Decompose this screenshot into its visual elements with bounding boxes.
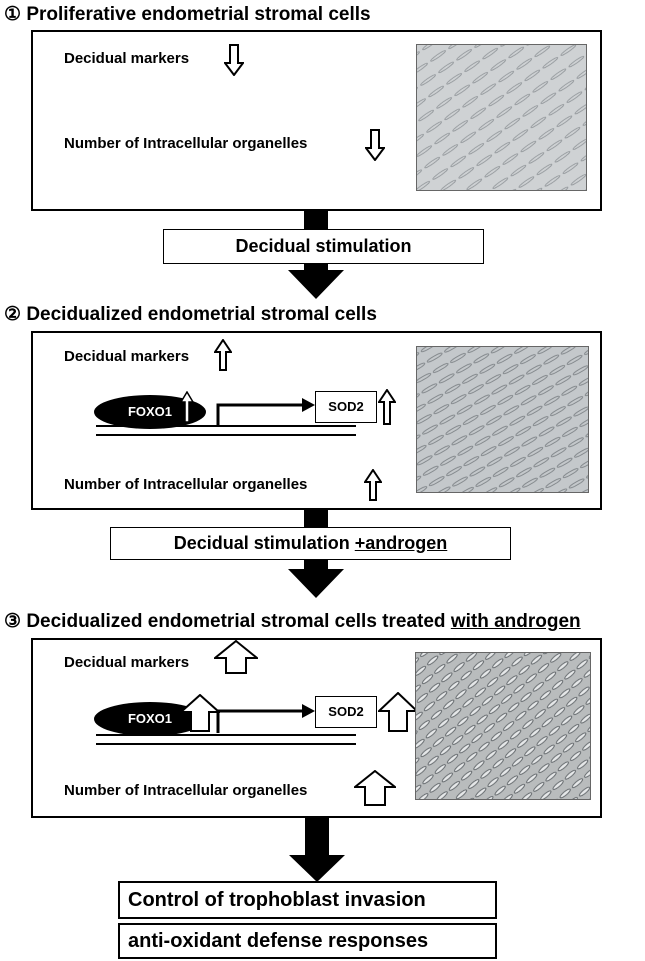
decrease-arrow-icon [365, 129, 385, 161]
sod2-label: SOD2 [328, 704, 364, 719]
section-3-title-text: Decidualized endometrial stromal cells t… [26, 611, 446, 632]
section-2-organelles-label: Number of Intracellular organelles [64, 476, 308, 493]
foxo1-label: FOXO1 [127, 711, 173, 726]
section-2-title-text: Decidualized endometrial stromal cells [26, 304, 377, 325]
large-increase-arrow-icon [214, 640, 258, 674]
section-3-title-emph: with androgen [450, 611, 581, 632]
section-1-decidual-markers-label: Decidual markers [64, 50, 190, 67]
increase-arrow-icon [378, 389, 396, 425]
section-3-title: ③ Decidualized endometrial stromal cells… [4, 610, 581, 633]
outcome-2-text: anti-oxidant defense responses [128, 930, 429, 952]
large-increase-arrow-icon [180, 694, 220, 732]
outcome-trophoblast-invasion: Control of trophoblast invasion [118, 881, 497, 919]
section-1-organelles-label: Number of Intracellular organelles [64, 135, 308, 152]
foxo1-label: FOXO1 [127, 404, 173, 419]
dna-strand-bottom [96, 434, 356, 436]
dna-strand-bottom [96, 743, 356, 745]
increase-arrow-icon [214, 339, 232, 371]
step-2-text: Decidual stimulation [173, 533, 355, 553]
large-increase-arrow-icon [354, 770, 396, 806]
section-1-title-text: Proliferative endometrial stromal cells [26, 4, 371, 25]
transcription-start-arrow-icon [216, 398, 315, 427]
sod2-label: SOD2 [328, 399, 364, 414]
dna-strand-top [96, 734, 356, 736]
increase-arrow-icon [180, 391, 194, 423]
section-2-decidual-markers-label: Decidual markers [64, 348, 190, 365]
dna-strand-top [96, 425, 356, 427]
large-increase-arrow-icon [378, 692, 418, 732]
section-1-number: ① [4, 4, 22, 25]
section-3-number: ③ [4, 611, 22, 632]
transcription-start-arrow-icon [216, 704, 315, 733]
sod2-gene-box: SOD2 [315, 391, 377, 423]
decidual-stimulation-androgen-box: Decidual stimulation +androgen [110, 527, 511, 560]
decrease-arrow-icon [224, 44, 244, 76]
decidual-stimulation-box: Decidual stimulation [163, 229, 484, 264]
section-3-decidual-markers-label: Decidual markers [64, 654, 190, 671]
section-2-title: ② Decidualized endometrial stromal cells [4, 303, 377, 326]
step-2-emph: +androgen [354, 533, 448, 553]
step-1-text: Decidual stimulation [235, 236, 412, 256]
micrograph-proliferative-cells [416, 44, 587, 191]
micrograph-decidualized-cells [416, 346, 589, 493]
outcome-1-text: Control of trophoblast invasion [128, 889, 426, 911]
micrograph-androgen-treated-cells [415, 652, 591, 800]
outcome-antioxidant-defense: anti-oxidant defense responses [118, 923, 497, 959]
increase-arrow-icon [364, 469, 382, 501]
down-flow-arrow-icon [289, 817, 345, 882]
section-1-title: ① Proliferative endometrial stromal cell… [4, 3, 371, 26]
section-3-organelles-label: Number of Intracellular organelles [64, 782, 308, 799]
sod2-gene-box: SOD2 [315, 696, 377, 728]
section-2-number: ② [4, 304, 22, 325]
